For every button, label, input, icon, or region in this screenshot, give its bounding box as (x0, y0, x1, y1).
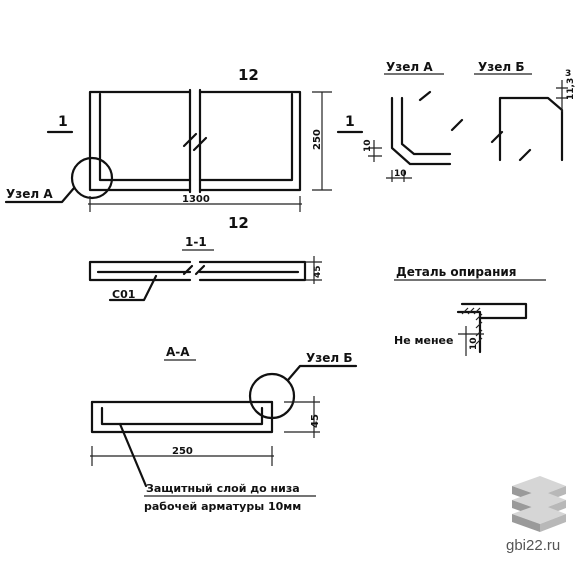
section-aa-outline (90, 400, 274, 434)
node-a-dim-h: 10 (394, 169, 407, 179)
node-b-dim-small: 3 (565, 69, 571, 79)
section-11-dim-line (306, 256, 322, 284)
section-11-dim: 45 (313, 265, 323, 278)
height-dim: 250 (312, 129, 323, 150)
section-11-break-marks (182, 264, 206, 276)
note-line2: рабочей арматуры 10мм (144, 500, 301, 513)
node-a-dim-v-line (368, 140, 382, 162)
node-b-dim-line (556, 80, 568, 112)
section-11-leader (108, 274, 158, 302)
support-slab (460, 302, 528, 320)
plan-label: 12 (238, 66, 259, 84)
section-aa-width: 250 (172, 446, 193, 457)
section-mark-right: 1 (345, 114, 355, 130)
node-a-detail: Узел А 10 10 (363, 60, 464, 182)
support-dim-line (458, 326, 484, 356)
watermark-text: gbi22.ru (506, 537, 560, 554)
section-aa-rebar (100, 406, 264, 426)
watermark-logo (512, 476, 566, 532)
plan-break-marks (182, 132, 208, 152)
node-a-inner (400, 96, 452, 156)
support-detail: Деталь опирания Не менее 10 (394, 265, 546, 356)
section-aa-callout: Узел Б (306, 351, 352, 365)
support-wall (456, 310, 482, 354)
note-line1: Защитный слой до низа (146, 482, 300, 495)
section-11: 1-1 45 С01 (88, 235, 323, 302)
width-dim-line (88, 196, 302, 212)
node-a-title: Узел А (386, 60, 433, 74)
width-dim: 1300 (182, 194, 210, 205)
section-11-left (88, 260, 192, 282)
section-11-rebar: С01 (112, 288, 135, 301)
section-mark-left: 1 (58, 114, 68, 130)
support-text: Не менее (394, 334, 453, 347)
plan-inner-left (98, 92, 192, 182)
node-a-dim-h-line (386, 170, 412, 182)
plan-view: 12 1 1 Узел А 1300 250 12 (4, 66, 364, 232)
support-hatch (461, 307, 483, 345)
plan-outline-left (88, 90, 192, 192)
height-dim-line (312, 91, 332, 191)
node-a-outer (390, 96, 452, 166)
section-11-title: 1-1 (185, 235, 207, 249)
plan-inner-right (198, 92, 294, 182)
plan-outline-right (198, 90, 302, 192)
node-b-dim-large: 11,3 (566, 78, 575, 100)
section-aa-width-line (90, 446, 274, 466)
support-dim: 10 (469, 337, 479, 350)
node-b-circle (248, 372, 296, 420)
support-title: Деталь опирания (396, 265, 516, 279)
node-b-break-marks (490, 130, 532, 162)
node-b-detail: Узел Б 3 11,3 (474, 60, 575, 162)
node-a-callout: Узел А (6, 187, 53, 201)
section-11-right (198, 260, 307, 282)
plan-bottom-label: 12 (228, 214, 249, 232)
node-b-leader (286, 364, 358, 382)
note-leader (118, 422, 148, 488)
node-a-dim-v: 10 (363, 139, 373, 152)
node-b-title: Узел Б (478, 60, 524, 74)
node-a-break-marks (418, 90, 464, 132)
section-aa-title: А-А (166, 345, 190, 359)
node-b-outline (498, 96, 564, 162)
plan-break-lines (188, 88, 202, 194)
section-aa-height: 45 (310, 414, 321, 428)
node-a-leader (4, 186, 76, 204)
section-aa: А-А Узел Б 45 250 Защитный слой до низа … (90, 345, 358, 513)
section-aa-height-line (284, 396, 320, 438)
node-a-circle (70, 156, 114, 200)
